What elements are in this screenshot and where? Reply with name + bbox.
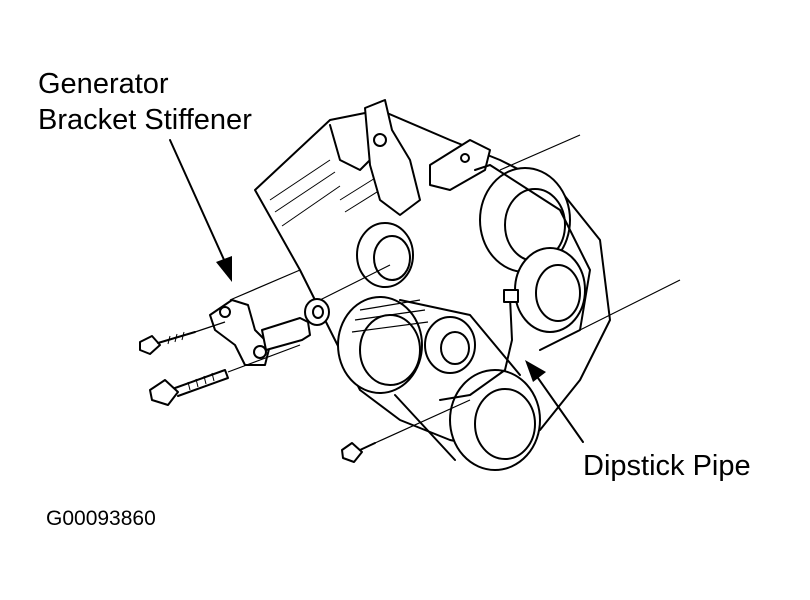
bolt-lower [149,369,229,406]
idler-pulley [424,316,476,374]
drive-belt [394,299,521,461]
alignment-line [227,344,301,373]
alignment-line [374,399,471,444]
dipstick-handle [503,289,519,303]
generator-label-line2: Bracket Stiffener [38,104,252,136]
crank-pulley [449,369,541,471]
bolt-bottom [341,442,376,463]
alignment-line [579,279,681,331]
bolt-upper [139,331,196,355]
generator-label-line1: Generator [38,68,169,100]
dipstick-label: Dipstick Pipe [583,450,751,482]
cam-pulley-left [356,222,414,288]
figure-code: G00093860 [46,507,156,530]
washer-nut [304,298,330,326]
lower-pulley-large [337,296,429,394]
timing-belt [474,164,591,351]
alignment-line [229,269,301,301]
upper-bracket [364,99,491,216]
dipstick-pipe [439,297,513,401]
alignment-line [499,134,581,171]
alignment-line [319,264,391,301]
generator-callout-arrow [169,139,232,282]
cam-pulley-right [479,167,586,333]
alignment-line [194,321,226,333]
bracket-stiffener-part [209,299,311,366]
dipstick-callout-arrow [525,360,584,443]
